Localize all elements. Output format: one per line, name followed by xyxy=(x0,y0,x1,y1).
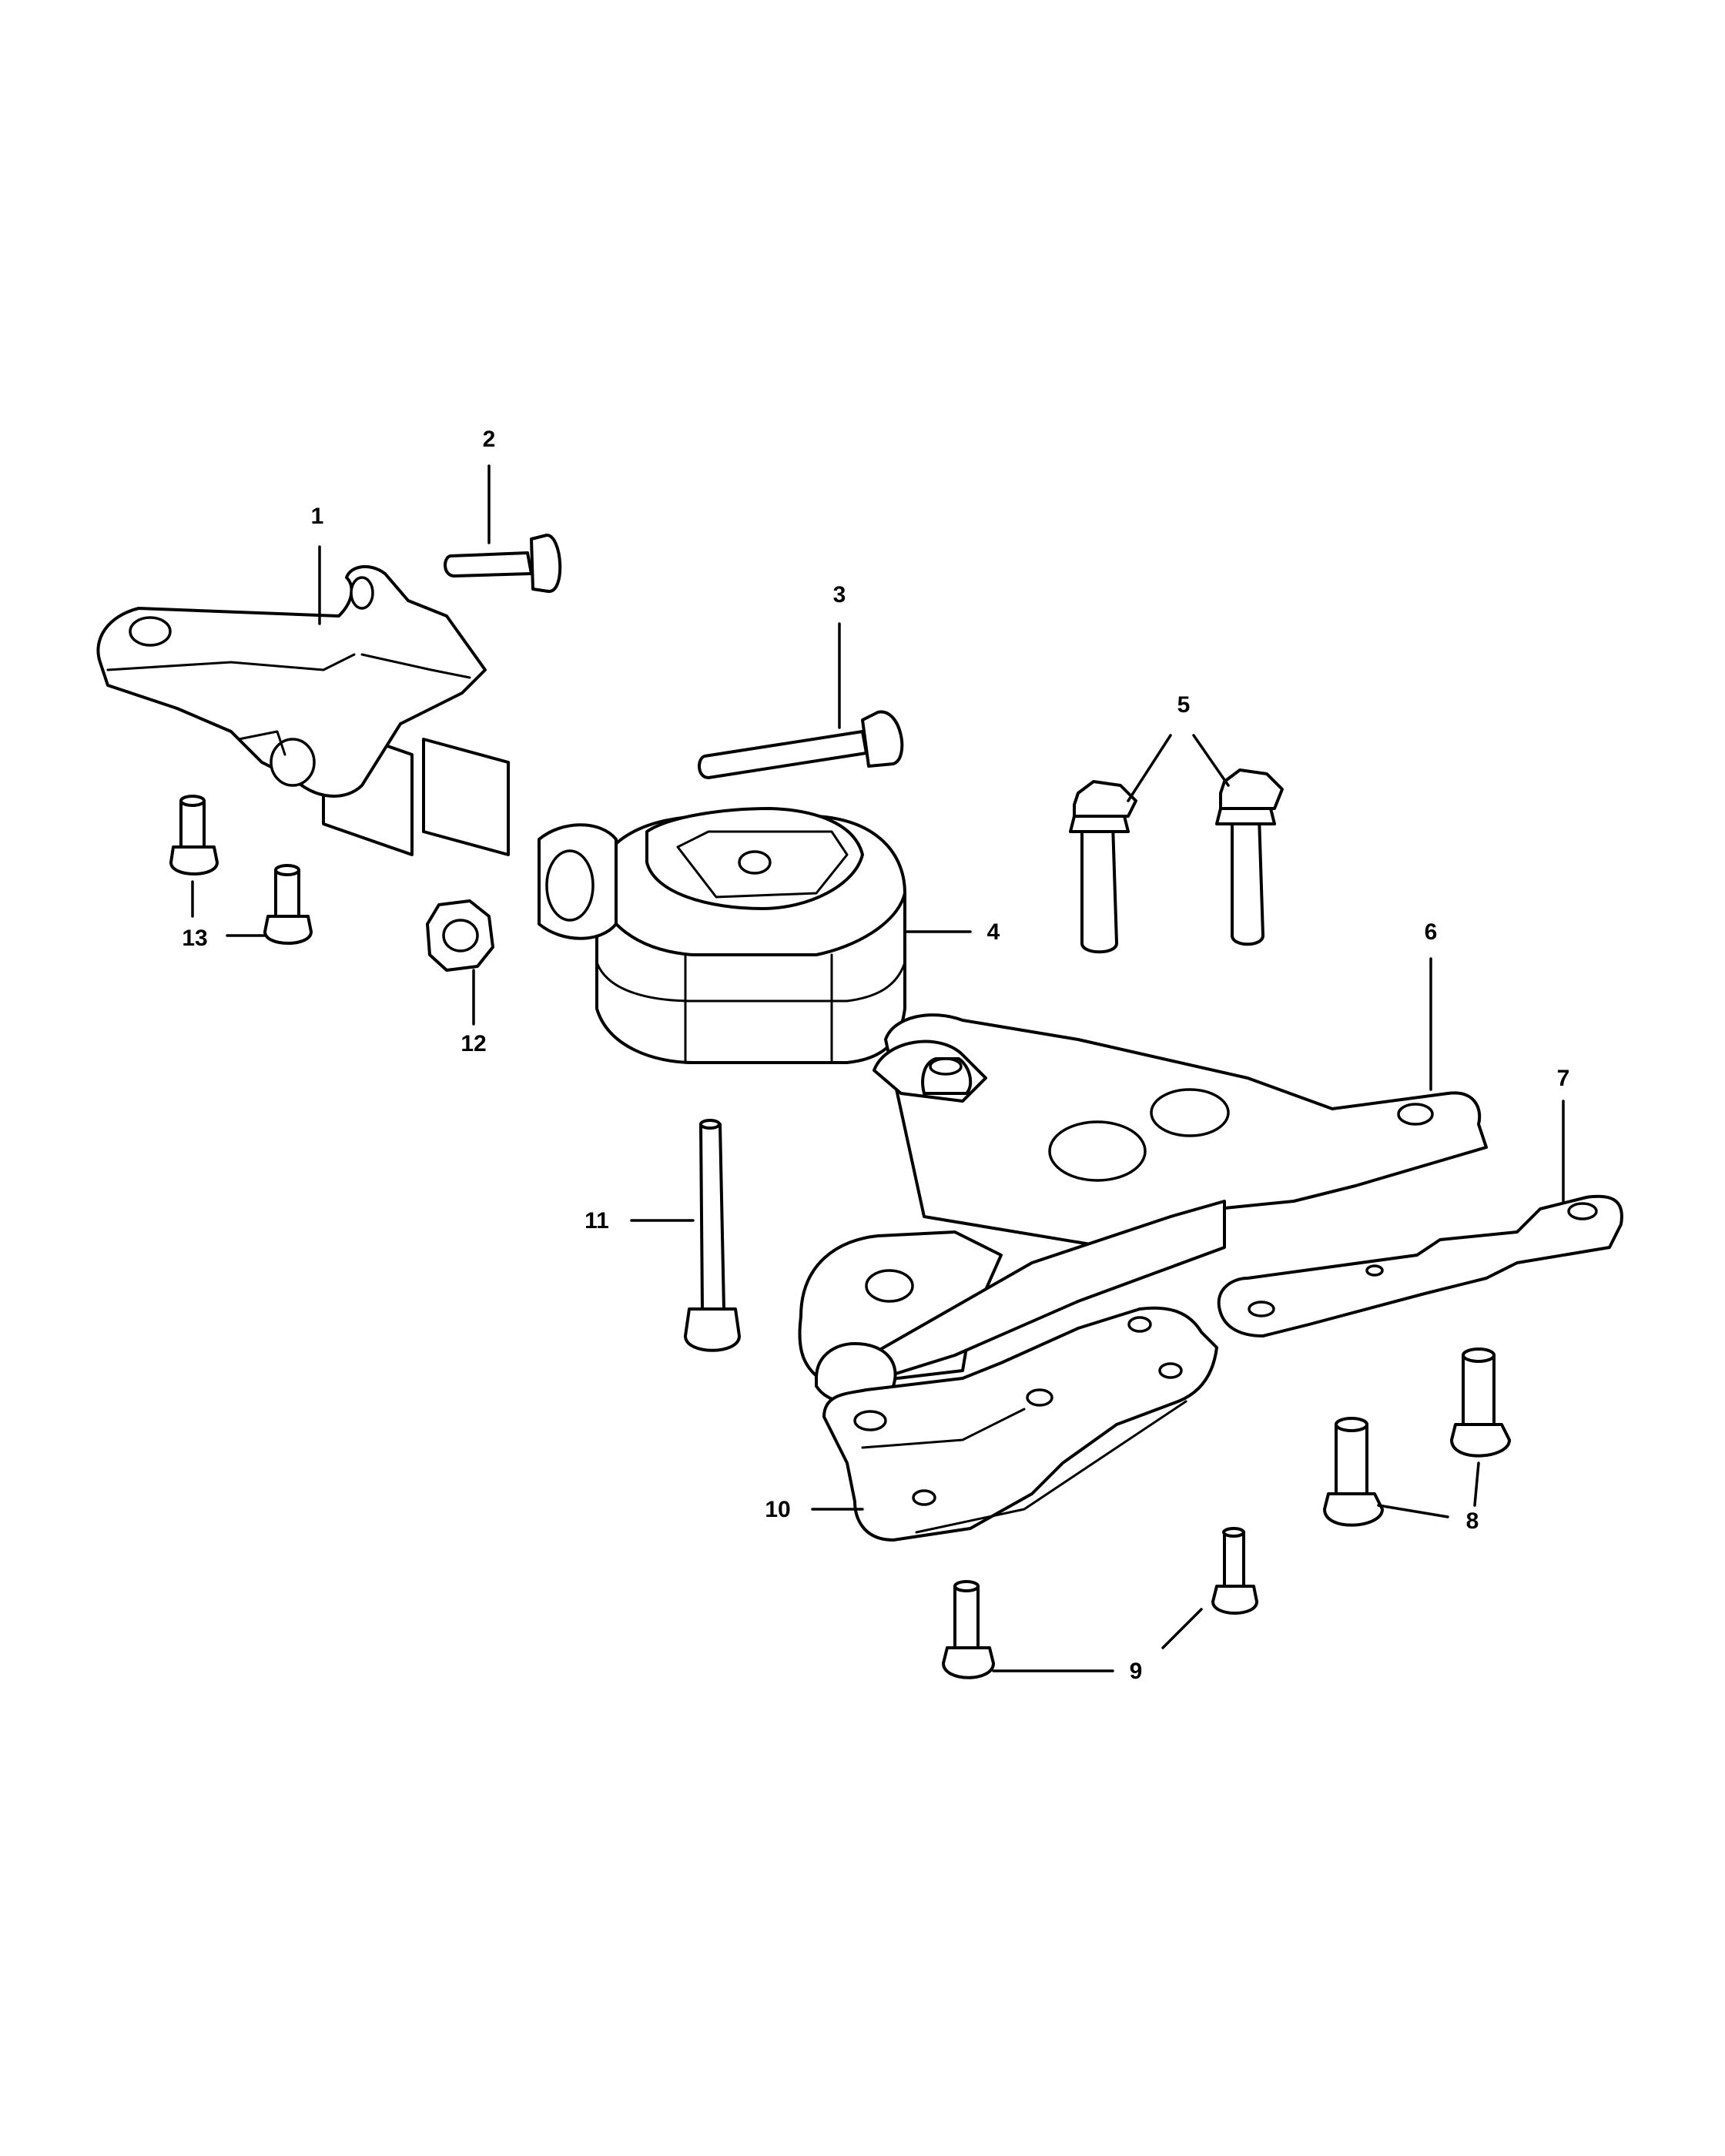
part-2-bolt xyxy=(444,534,562,593)
part-8-stud-right xyxy=(1450,1348,1511,1458)
part-6-bracket xyxy=(798,1013,1488,1445)
callout-3: 3 xyxy=(833,582,846,608)
part-3-bolt xyxy=(698,710,904,779)
leader-8a xyxy=(1377,1504,1449,1518)
part-10-plate xyxy=(822,1306,1218,1542)
part-5-bolt-left xyxy=(1069,780,1137,954)
callout-12: 12 xyxy=(461,1031,486,1056)
callout-1: 1 xyxy=(311,504,324,529)
part-13-stud-right xyxy=(263,864,313,945)
callout-10: 10 xyxy=(765,1497,790,1522)
part-5-bolt-right xyxy=(1215,768,1284,946)
part-12-nut xyxy=(426,899,494,972)
callout-9: 9 xyxy=(1130,1659,1143,1684)
leader-5a xyxy=(1127,734,1172,802)
leader-8b xyxy=(1473,1461,1480,1507)
leader-lines xyxy=(191,464,1565,1672)
part-1-bracket xyxy=(96,564,510,856)
callout-13: 13 xyxy=(182,926,207,951)
callout-6: 6 xyxy=(1425,919,1438,945)
part-11-bolt xyxy=(684,1119,741,1352)
leader-5b xyxy=(1192,734,1230,787)
callout-4: 4 xyxy=(987,919,1000,945)
part-13-stud-left xyxy=(169,795,219,875)
part-8-stud-left xyxy=(1323,1417,1384,1527)
callout-11: 11 xyxy=(584,1208,609,1234)
callout-2: 2 xyxy=(483,427,496,452)
part-9-stud-left xyxy=(942,1580,995,1679)
part-4-isolator xyxy=(538,807,906,1064)
part-7-strap xyxy=(1217,1194,1623,1337)
part-9-stud-right xyxy=(1211,1527,1258,1615)
callout-7: 7 xyxy=(1557,1066,1570,1091)
callout-5: 5 xyxy=(1177,692,1191,718)
callout-8: 8 xyxy=(1466,1508,1479,1534)
leader-9b xyxy=(1161,1608,1203,1649)
